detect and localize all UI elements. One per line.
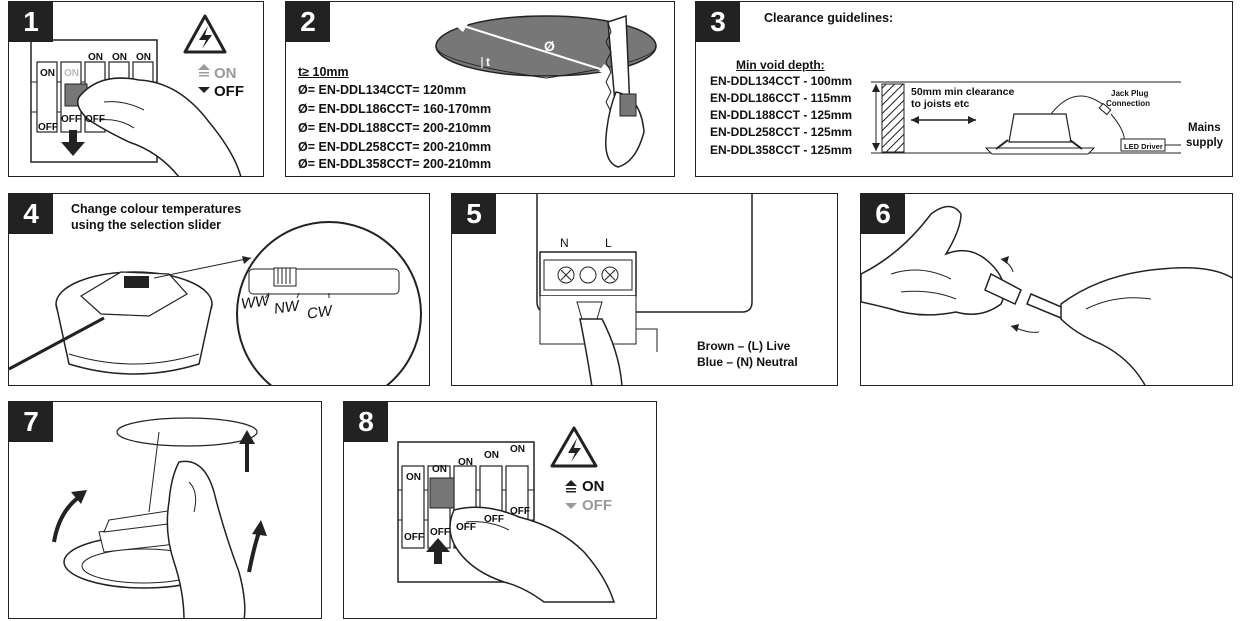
switch-label: ON (406, 472, 421, 483)
joist-hatch (881, 83, 905, 153)
step-5-panel: 5 N L Brown – (L) Live Blue – (N) Neutra… (451, 193, 838, 386)
step-number-badge: 1 (9, 2, 53, 42)
thickness-symbol: t (486, 55, 490, 69)
switch-label: OFF (404, 532, 424, 543)
switch-label: ON (64, 68, 79, 79)
jack-plug-illustration (861, 205, 1232, 385)
step-1-panel: 1 ON ON ON ON ON OFF OFF OFF ON OFF (8, 1, 264, 177)
electric-warning-icon (550, 426, 598, 468)
arrow-up-icon (198, 64, 210, 70)
arrow-up-small-icon (565, 480, 577, 486)
wire-label: Brown – (L) Live (697, 339, 791, 353)
step-number-badge: 5 (452, 194, 496, 234)
driver-label: LED Driver (1124, 142, 1163, 151)
void-depth-line: EN-DDL358CCT - 125mm (710, 143, 853, 157)
void-depth-line: EN-DDL188CCT - 125mm (710, 108, 853, 122)
terminal-l: L (605, 236, 612, 250)
switch-label: ON (458, 457, 473, 468)
switch-label: ON (112, 52, 127, 63)
switch-label: ON (40, 68, 55, 79)
jack-socket (984, 272, 1022, 306)
spec-line: t≥ 10mm (298, 65, 349, 79)
void-depth-line: EN-DDL258CCT - 125mm (710, 125, 853, 139)
arrow-down-icon (61, 130, 85, 156)
clearance-title: Clearance guidelines: (764, 11, 894, 25)
colour-caption: Change colour temperatures (71, 202, 242, 216)
switch-label: OFF (510, 506, 530, 517)
mains-label: Mains (1188, 122, 1221, 134)
switch-label: OFF (85, 114, 105, 125)
step-6-panel: 6 (860, 193, 1233, 386)
arrow-icon (1011, 324, 1019, 332)
switch-label: OFF (38, 122, 58, 133)
void-depth-line: EN-DDL134CCT - 100mm (710, 74, 853, 88)
ceiling-cutout-illustration (435, 14, 657, 168)
switch-label: OFF (61, 114, 81, 125)
step-number-badge: 4 (9, 194, 53, 234)
step-2-panel: 2 Ø t t≥ 10mm Ø= EN-DDL134CCT= 120mm Ø= … (285, 1, 675, 177)
switch-label: OFF (484, 514, 504, 525)
switch-label: ON (432, 464, 447, 475)
void-depth-subtitle: Min void depth: (736, 58, 825, 72)
arrow-curved-icon (71, 490, 87, 504)
off-label: OFF (582, 497, 612, 514)
fitting-into-ceiling-illustration (52, 417, 267, 618)
spec-line: Ø= EN-DDL358CCT= 200-210mm (298, 157, 492, 171)
terminal-n: N (560, 236, 569, 250)
terminal-block-illustration (536, 194, 753, 385)
downlight-body (1008, 113, 1072, 143)
downlight-slider-illustration (9, 221, 422, 385)
spec-line: Ø= EN-DDL258CCT= 200-210mm (298, 140, 492, 154)
switch-label: OFF (456, 522, 476, 533)
jack-plug (1098, 102, 1112, 116)
off-label: OFF (214, 83, 244, 100)
arrow-up-icon (426, 538, 450, 564)
spec-line: Ø= EN-DDL186CCT= 160-170mm (298, 102, 492, 116)
jack-plug-label: Jack Plug (1111, 89, 1149, 98)
clearance-label: to joists etc (911, 98, 970, 110)
screwdriver (9, 316, 105, 371)
on-label: ON (214, 65, 237, 82)
jack-plug (1026, 293, 1068, 319)
step-7-panel: 7 (8, 401, 322, 619)
clearance-diagram (871, 81, 1181, 155)
arrow-down-small-icon (565, 503, 577, 509)
jack-plug-label: Connection (1106, 99, 1150, 108)
consumer-unit-illustration (30, 14, 242, 176)
wire-label: Blue – (N) Neutral (697, 355, 798, 369)
mains-label: supply (1186, 137, 1224, 149)
on-label: ON (582, 478, 605, 495)
step-3-panel: 3 Clearance guidelines: Min void depth: … (695, 1, 1233, 177)
spec-line: Ø= EN-DDL134CCT= 120mm (298, 83, 467, 97)
step-number-badge: 7 (9, 402, 53, 442)
magnified-view (236, 221, 422, 385)
switch-label: ON (484, 450, 499, 461)
slider-label-cw: CW (305, 302, 334, 323)
arrow-up-icon (239, 430, 255, 444)
step-8-panel: 8 ON ON ON ON ON OFF OFF OFF OFF OFF ON … (343, 401, 657, 619)
arrow-curved-icon (252, 520, 267, 536)
step-number-badge: 2 (286, 2, 330, 42)
void-depth-line: EN-DDL186CCT - 115mm (710, 91, 852, 105)
switch-label: ON (88, 52, 103, 63)
step-number-badge: 6 (861, 194, 905, 234)
cable (579, 318, 623, 385)
switched-on-toggle (429, 477, 455, 509)
colour-caption: using the selection slider (71, 218, 222, 232)
switch-label: ON (136, 52, 151, 63)
arrow-down-small-icon (198, 87, 210, 93)
diameter-symbol: Ø (544, 38, 555, 54)
consumer-unit-illustration (397, 426, 616, 603)
arrow-icon (1001, 256, 1009, 264)
switch-label: ON (510, 444, 525, 455)
switch-label: OFF (430, 527, 450, 538)
step-4-panel: 4 Change colour temperatures using the s… (8, 193, 430, 386)
electric-warning-icon (183, 14, 227, 54)
spec-line: Ø= EN-DDL188CCT= 200-210mm (298, 121, 492, 135)
step-number-badge: 3 (696, 2, 740, 42)
clearance-label: 50mm min clearance (911, 86, 1015, 98)
step-number-badge: 8 (344, 402, 388, 442)
arrow-left-icon (451, 22, 468, 32)
slider-label-nw: NW (272, 297, 301, 318)
